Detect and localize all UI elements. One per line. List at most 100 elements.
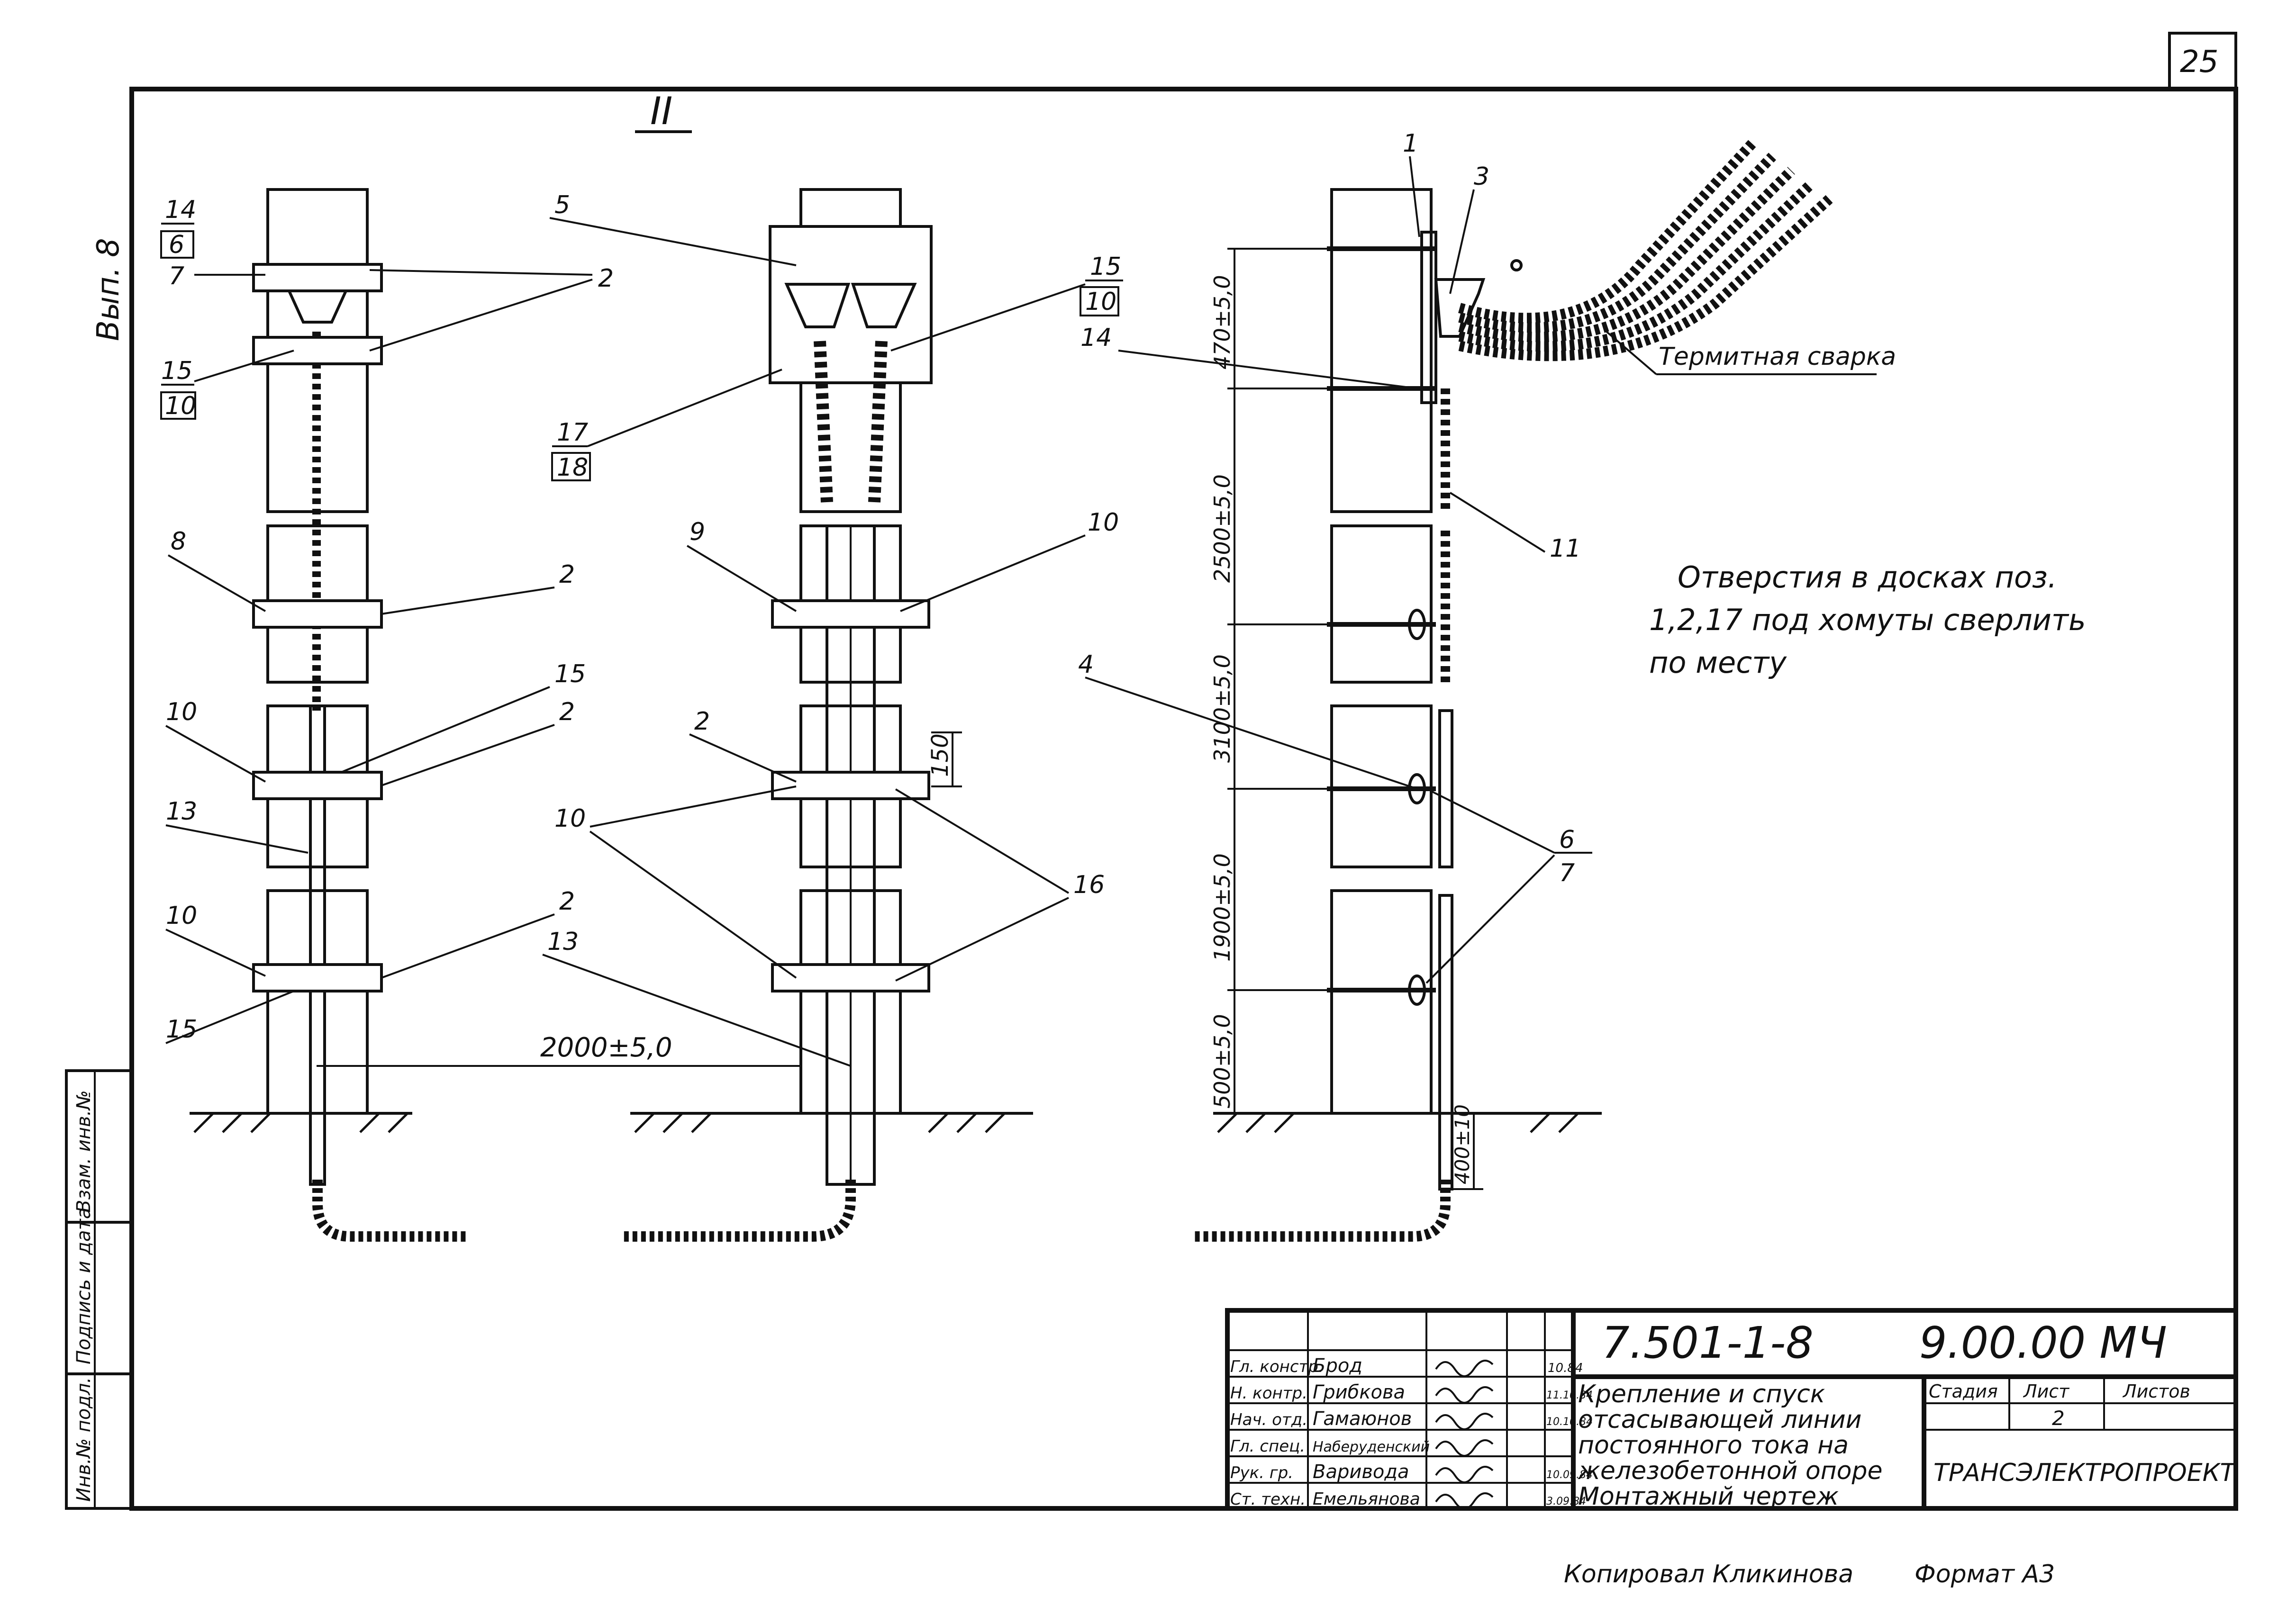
pos-c-11: 11 (1550, 534, 1581, 563)
drawing-frame (129, 87, 2238, 1511)
pole-c-seg2 (1330, 524, 1433, 684)
board-a-4 (252, 771, 383, 800)
sheets-label: Листов (2122, 1381, 2190, 1402)
pos-b-18: 18 (557, 453, 588, 482)
title-line-3: постоянного тока на (1578, 1431, 1849, 1460)
tb-role-2: Нач. отд. (1230, 1410, 1307, 1429)
organization: ТРАНСЭЛЕКТРОПРОЕКТ (1933, 1459, 2237, 1487)
tb-name-0: Брод (1313, 1355, 1362, 1377)
pos-a-15c: 15 (166, 1015, 197, 1044)
pos-b-15: 15 (1090, 253, 1121, 281)
dim-2500: 2500±5,0 (1209, 474, 1235, 583)
section-mark: II (650, 89, 672, 133)
pos-b-10b: 10 (1088, 508, 1119, 537)
drawing-code: 9.00.00 МЧ (1919, 1317, 2167, 1368)
board-a-3 (252, 599, 383, 629)
pos-c-3: 3 (1474, 162, 1489, 191)
dim-500: 500±5,0 (1209, 1014, 1235, 1109)
pos-c-7: 7 (1559, 859, 1575, 887)
tb-role-1: Н. контр. (1230, 1384, 1307, 1403)
stamp-col-inv: Инв.№ подл. (73, 1377, 95, 1502)
dim-400: 400±10 (1451, 1104, 1474, 1184)
tb-date-5: 3.09.84 (1546, 1496, 1586, 1507)
pos-b-17: 17 (557, 418, 588, 447)
title-line-2: отсасывающей линии (1578, 1406, 1861, 1434)
pos-a-15: 15 (161, 357, 192, 385)
pos-a-14: 14 (165, 196, 196, 224)
stage-label: Стадия (1929, 1381, 1998, 1402)
pos-a-6: 6 (169, 231, 184, 259)
tb-name-4: Варивода (1313, 1461, 1409, 1483)
doc-code: 7.501-1-8 (1602, 1317, 1814, 1368)
pos-a-15b: 15 (554, 660, 586, 688)
thermite-label: Термитная сварка (1659, 343, 1896, 371)
left-stamp (65, 1069, 133, 1510)
pos-b-2: 2 (694, 707, 710, 736)
copied-by: Копировал Кликинова (1564, 1560, 1853, 1588)
tb-name-2: Гамаюнов (1313, 1408, 1412, 1430)
margin-note: Вып. 8 (91, 238, 126, 341)
pos-b-5: 5 (554, 191, 570, 219)
pos-a-8: 8 (171, 527, 186, 556)
pos-c-1: 1 (1403, 129, 1418, 158)
tb-name-3: Наберуденский (1313, 1439, 1430, 1455)
sheet-number: 25 (2180, 45, 2218, 80)
view-a: 2000±5,0 14 6 7 15 10 2 8 2 10 15 2 13 1… (160, 188, 848, 1242)
sheet-value: 2 (2052, 1407, 2065, 1430)
board-a-2 (252, 336, 383, 365)
title-line-1: Крепление и спуск (1578, 1380, 1825, 1408)
dim-2000: 2000±5,0 (540, 1032, 672, 1063)
dim-150: 150 (927, 733, 953, 777)
pos-a-2b: 2 (559, 560, 575, 589)
pos-b-9: 9 (690, 518, 705, 546)
pole-a-seg4 (266, 889, 369, 1115)
pos-c-6: 6 (1559, 826, 1575, 854)
pos-a-2: 2 (598, 264, 614, 293)
tb-role-4: Рук. гр. (1230, 1463, 1293, 1482)
pos-b-16: 16 (1073, 871, 1105, 899)
title-line-5: Монтажный чертеж (1578, 1482, 1839, 1511)
pos-a-2d: 2 (559, 887, 575, 916)
sheet-label: Лист (2023, 1381, 2070, 1402)
pos-b-13: 13 (547, 928, 579, 956)
view-c: 470±5,0 2500±5,0 3100±5,0 1900±5,0 500±5… (1078, 129, 1896, 1242)
stamp-col-sign: Подпись и дата (73, 1208, 95, 1364)
pos-a-2c: 2 (559, 698, 575, 726)
tb-date-0: 10.84 (1548, 1361, 1583, 1375)
dim-3100: 3100±5,0 (1209, 654, 1235, 763)
sheet-number-box (2168, 32, 2237, 90)
tb-date-2: 10.10.84 (1546, 1416, 1593, 1428)
view-b: 150 5 15 10 17 18 9 10 2 10 16 13 (542, 188, 1123, 1242)
pos-b-10: 10 (1085, 288, 1116, 316)
pole-c-seg1 (1330, 188, 1433, 513)
tb-role-5: Ст. техн. (1230, 1490, 1306, 1509)
pos-c-14: 14 (1080, 324, 1112, 352)
board-b-1 (771, 599, 930, 629)
pos-a-13: 13 (166, 797, 197, 826)
pos-a-7: 7 (169, 262, 184, 290)
dim-1900: 1900±5,0 (1209, 853, 1235, 962)
pos-a-10c: 10 (166, 902, 197, 930)
tb-role-0: Гл. констр. (1230, 1357, 1324, 1376)
note-line-2: 1,2,17 под хомуты сверлить (1649, 603, 2086, 637)
title-line-4: железобетонной опоре (1578, 1457, 1882, 1485)
format-label: Формат А3 (1915, 1560, 2055, 1588)
tb-date-1: 11.10.84 (1546, 1389, 1593, 1401)
title-block: 7.501-1-8 9.00.00 МЧ Крепление и спуск о… (1225, 1308, 2238, 1511)
tb-name-5: Емельянова (1313, 1489, 1420, 1509)
note-line-1: Отверстия в досках поз. (1678, 560, 2057, 595)
tb-role-3: Гл. спец. (1230, 1437, 1305, 1456)
tb-date-4: 10.09.84 (1546, 1469, 1593, 1481)
pos-a-10: 10 (165, 392, 196, 420)
board-a-5 (252, 963, 383, 992)
pos-b-10c: 10 (554, 804, 586, 833)
stamp-col-replace: Взам. инв.№ (73, 1090, 95, 1213)
pole-c-seg4 (1330, 889, 1433, 1115)
pos-c-4: 4 (1078, 650, 1094, 679)
pos-a-10b: 10 (166, 698, 197, 726)
note-line-3: по месту (1649, 645, 1787, 680)
dim-470: 470±5,0 (1209, 275, 1235, 370)
board-a-1 (252, 263, 383, 292)
tb-name-1: Грибкова (1313, 1381, 1405, 1403)
